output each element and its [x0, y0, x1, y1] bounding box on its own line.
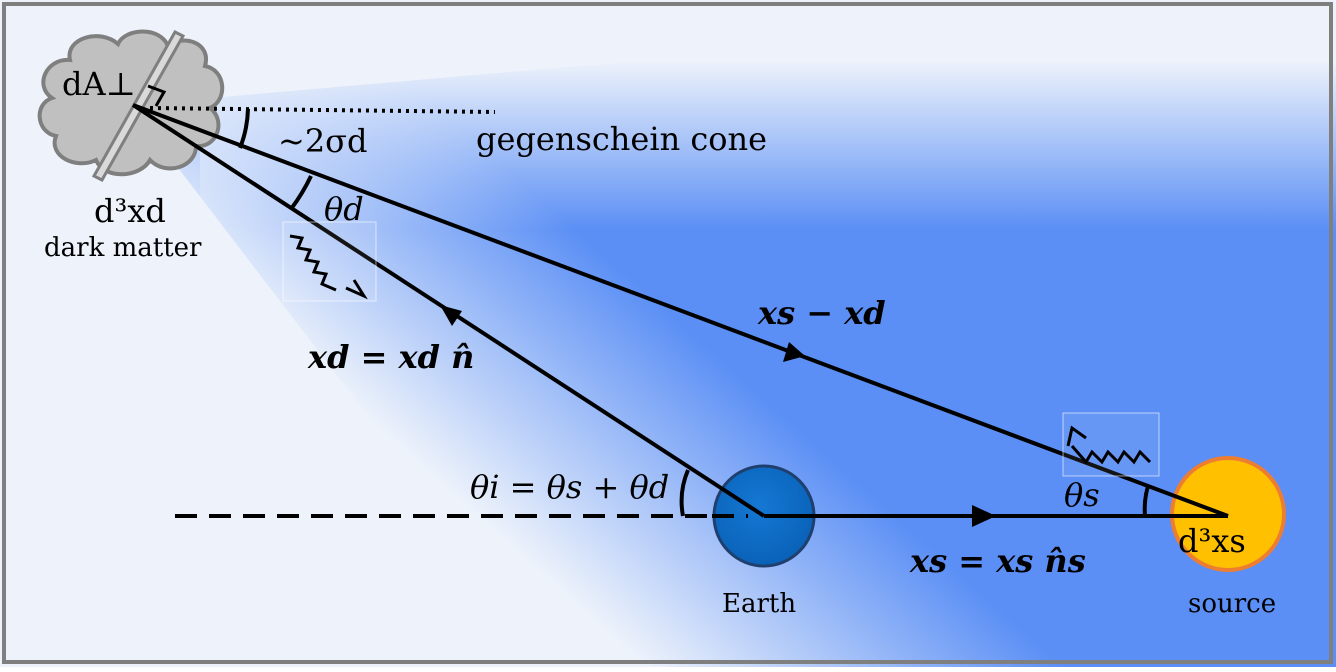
- arc-theta-d: [289, 175, 313, 211]
- top-fade: [200, 0, 1336, 230]
- arrowhead-xs: [972, 505, 996, 527]
- arrowhead-xs-minus-xd: [783, 342, 805, 362]
- label-area-element: dA⊥: [62, 65, 136, 103]
- label-earth: Earth: [722, 589, 796, 619]
- label-source: source: [1188, 589, 1276, 619]
- label-dm-volume: d³xd: [94, 192, 166, 230]
- label-theta-i-eq: θi = θs + θd: [470, 468, 669, 506]
- label-theta-s: θs: [1064, 476, 1100, 514]
- label-xs-eq: xs = xs n̂s: [909, 542, 1086, 580]
- photon-box-incoming: [282, 221, 377, 302]
- label-theta-d: θd: [324, 190, 364, 228]
- arrowhead-xd: [440, 305, 462, 326]
- label-xs-minus-xd: xs − xd: [757, 294, 886, 332]
- arc-theta-s: [1142, 485, 1150, 517]
- label-xd-eq: xd = xd n̂: [307, 338, 474, 376]
- right-angle-marker: [147, 84, 167, 107]
- arc-2sigma: [238, 108, 250, 149]
- dotted-reference-line: [149, 106, 496, 114]
- line-xs-minus-xd: [132, 103, 1229, 518]
- arc-theta-i: [679, 469, 690, 517]
- label-gegenschein-cone: gegenschein cone: [476, 120, 767, 158]
- label-dark-matter: dark matter: [44, 233, 202, 263]
- label-source-volume: d³xs: [1178, 522, 1246, 560]
- label-cone-angle: ~2σd: [278, 122, 368, 160]
- photon-box-outgoing: [1062, 412, 1160, 477]
- wavy-arrow-icon: [289, 234, 368, 300]
- wavy-arrow-icon: [1066, 425, 1152, 465]
